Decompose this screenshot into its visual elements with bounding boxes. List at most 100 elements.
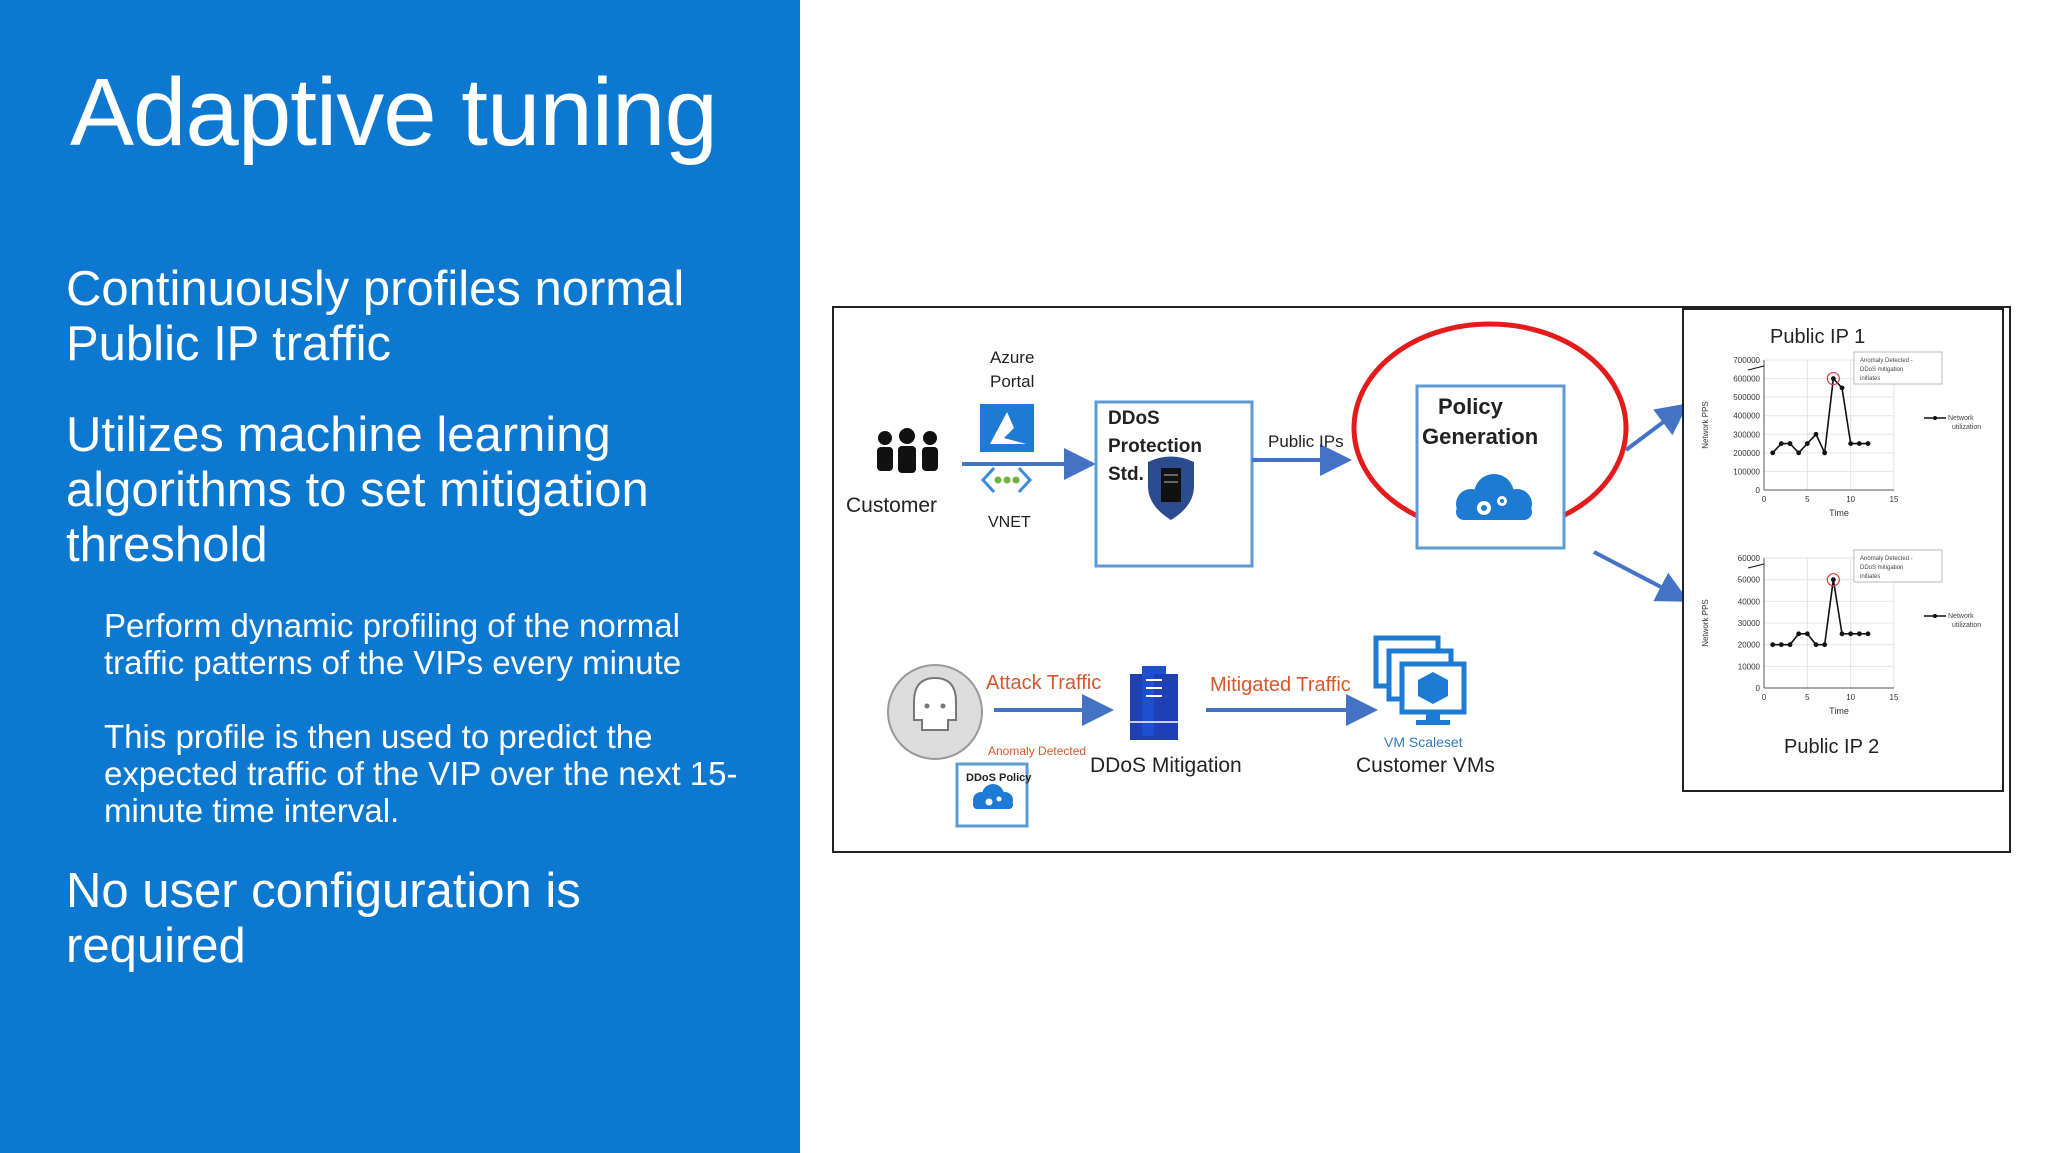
vm-scaleset-icon [1373,635,1467,725]
vnet-icon [980,466,1033,494]
chart-1-annotation-text: initiates [1860,376,1880,382]
charts-panel: Public IP 1 0 100000 200000 300000 400000 500… [1682,308,2004,792]
bullet-1: Continuously profiles normal Public IP t… [66,262,685,371]
bullet-3: No user configuration is required [66,864,581,973]
chart-1-ytick: 300000 [1733,430,1760,439]
azure-logo-icon [980,404,1034,452]
ddos-mitigation-label: DDoS Mitigation [1090,754,1242,777]
chart-1-annotation-box [1853,351,1943,385]
server-rack-icon [1130,666,1178,740]
chart-2-data-point [1813,642,1819,648]
chart-2-data-point [1822,642,1828,648]
chart-2-xtick: 5 [1805,693,1810,702]
arrow-to-chart-2 [1593,550,1690,602]
chart-1-data-point [1865,441,1871,446]
chart-1-ytick: 600000 [1733,375,1760,384]
chart-2-ytick: 40000 [1738,597,1761,606]
chart-1-data-point [1856,441,1862,446]
mitigated-traffic-label: Mitigated Traffic [1210,674,1351,696]
chart-1-pointer [1747,365,1765,371]
azure-portal-label-1: Azure [990,348,1035,367]
sub-bullet-1: Perform dynamic profiling of the normal … [104,607,682,681]
chart-2-ylabel: Network PPS [1701,599,1710,647]
ddos-label-3: Std. [1108,464,1144,485]
customer-label: Customer [846,494,938,517]
chart-2-xtick: 0 [1762,693,1767,702]
chart-2-data-point [1796,631,1802,637]
chart-2-data-point [1856,631,1862,637]
public-ips-label: Public IPs [1268,432,1344,451]
chart-2-data-point [1839,631,1845,637]
chart-2-xlabel: Time [1829,706,1849,716]
customer-vms-label: Customer VMs [1356,754,1495,777]
chart-1-legend-label-1: Network [1948,415,1974,422]
chart-2-ytick: 30000 [1738,619,1761,628]
chart-2-ytick: 50000 [1738,576,1761,585]
ddos-policy-label: DDoS Policy [966,772,1032,784]
chart-1-xlabel: Time [1829,508,1849,518]
chart-1-data-point [1778,441,1784,446]
chart-1-ytick: 400000 [1733,412,1760,421]
policy-generation-box [1415,384,1566,550]
chart-2-xtick: 10 [1846,693,1855,702]
chart-2-anomaly-marker [1826,573,1840,587]
chart-2-annotation-text: initiates [1860,574,1880,580]
azure-portal-label-2: Portal [990,372,1035,391]
chart-2-ytick: 10000 [1738,662,1761,671]
chart-1-title: Public IP 1 [1770,326,1866,348]
chart-1-data-point [1787,441,1793,446]
chart-2-ytick: 20000 [1738,641,1761,650]
policy-label-2: Generation [1422,424,1539,449]
chart-1-anomaly-marker [1826,371,1840,386]
chart-2-data-point [1787,642,1793,648]
policy-label-1: Policy [1438,394,1503,419]
chart-2-legend-label-1: Network [1948,613,1974,620]
cloud-gears-icon-small [973,784,1013,809]
chart-2-data-point [1778,642,1784,648]
chart-2-pointer [1747,563,1765,569]
chart-1: 0100000200000300000400000500000600000700… [1701,351,1981,518]
bullet-2: Utilizes machine learning algorithms to … [66,408,649,572]
chart-1-legend-marker [1933,416,1937,420]
chart-2-annotation-text: Anomaly Detected - [1860,556,1913,562]
chart-2-data-point [1865,631,1871,637]
chart-1-data-point [1839,385,1845,391]
shield-server-icon [1148,456,1194,520]
left-panel: Adaptive tuning Continuously profiles no… [0,0,800,1153]
chart-1-data-point [1848,441,1854,446]
chart-1-ytick: 100000 [1733,467,1760,476]
chart-1-xtick: 15 [1890,495,1899,504]
attack-traffic-label: Attack Traffic [986,672,1102,694]
sub-bullet-2: This profile is then used to predict the… [104,718,738,829]
chart-1-data-point [1804,441,1810,446]
vm-scaleset-label: VM Scaleset [1384,734,1463,750]
chart-1-ylabel: Network PPS [1701,401,1710,449]
chart-1-annotation-text: DDoS mitigation [1860,367,1903,373]
slide-title: Adaptive tuning [70,59,718,166]
chart-1-legend-label-2: utilization [1952,424,1981,431]
chart-2-annotation-box [1853,549,1943,583]
chart-2-data-point [1848,631,1854,637]
chart-1-xtick: 10 [1846,495,1855,504]
chart-1-data-point [1813,431,1819,437]
chart-2-title: Public IP 2 [1784,736,1880,758]
people-icon [877,428,938,473]
chart-1-ytick: 200000 [1733,449,1760,458]
chart-1-annotation-text: Anomaly Detected - [1860,358,1913,364]
chart-2-annotation-text: DDoS mitigation [1860,565,1903,571]
chart-1-data-point [1796,450,1802,456]
architecture-diagram: Customer Azure Portal VNET DDoS Protecti… [832,306,2011,853]
skull-icon [887,664,983,760]
chart-1-data-point [1830,376,1836,381]
cloud-gears-icon [1456,474,1532,520]
chart-2-xtick: 15 [1890,693,1899,702]
chart-1-xtick: 5 [1805,495,1810,504]
chart-2-data-point [1830,577,1836,583]
chart-2-legend-marker [1933,614,1937,618]
chart-1-data-point [1770,450,1776,456]
arrow-to-chart-1 [1624,403,1689,452]
chart-2-data-point [1804,631,1810,637]
chart-1-ytick: 500000 [1733,393,1760,402]
chart-1-data-point [1822,450,1828,456]
